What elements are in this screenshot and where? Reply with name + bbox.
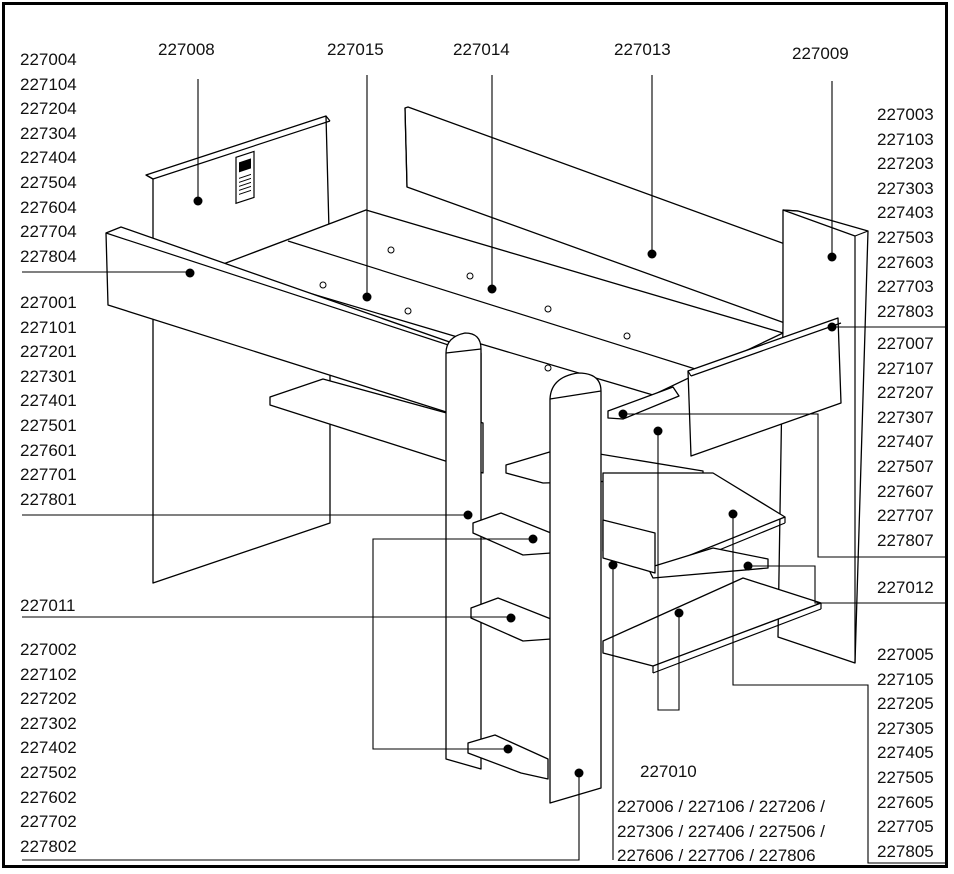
part-number-label: 227802 — [20, 836, 77, 856]
part-number-label: 227607 — [877, 481, 934, 501]
label-group-bottom-multi: 227006 / 227106 / 227206 / 227306 / 22740… — [617, 795, 825, 869]
part-number-label: 227403 — [877, 203, 934, 223]
part-number-label: 227801 — [20, 489, 77, 509]
leader-lines — [22, 75, 945, 864]
part-number-label: 227605 — [877, 792, 934, 812]
label-227009: 227009 — [792, 44, 849, 63]
part-number-label: 227005 — [877, 645, 934, 664]
callout-dots — [185, 196, 837, 778]
part-number-label: 227201 — [20, 342, 77, 362]
label-227015: 227015 — [327, 40, 384, 59]
part-number-label: 227303 — [877, 178, 934, 198]
part-number-label: 227105 — [877, 669, 934, 689]
part-number-label: 227001 — [20, 293, 77, 312]
part-number-label: 227507 — [877, 456, 934, 476]
part-number-label: 227307 — [877, 407, 934, 427]
part-number-label: 227701 — [20, 465, 77, 485]
part-number-label: 227202 — [20, 689, 77, 709]
part-number-label: 227504 — [20, 172, 77, 192]
part-number-label: 227807 — [877, 530, 934, 550]
part-number-label: 227204 — [20, 99, 77, 119]
label-group-top-left: 227004 227104 227204 227304 227404 227504 2276… — [20, 48, 77, 269]
part-number-label: 227401 — [20, 391, 77, 411]
part-number-label: 227604 — [20, 197, 77, 217]
label-227013: 227013 — [614, 40, 671, 59]
part-number-label: 227207 — [877, 383, 934, 403]
part-number-label: 227407 — [877, 432, 934, 452]
part-number-label: 227107 — [877, 358, 934, 378]
desk-shelf — [269, 378, 704, 484]
label-group-left-middle: 227001 227101 227201 227301 227401 227501 2276… — [20, 291, 77, 512]
part-number-label: 227006 / 227106 / 227206 / — [617, 797, 825, 816]
part-number-label: 227702 — [20, 812, 77, 832]
label-227008: 227008 — [158, 40, 215, 59]
part-number-label: 227805 — [877, 841, 934, 861]
part-number-label: 227405 — [877, 743, 934, 763]
part-number-label: 227704 — [20, 222, 77, 242]
part-number-label: 227707 — [877, 506, 934, 526]
part-number-label: 227301 — [20, 366, 77, 386]
ladder-post-227002 — [549, 372, 602, 804]
part-number-label: 227404 — [20, 148, 77, 168]
part-number-label: 227101 — [20, 317, 77, 337]
part-number-label: 227606 / 227706 / 227806 — [617, 846, 816, 866]
label-group-right-bottom: 227005 227105 227205 227305 227405 227505 2276… — [877, 643, 934, 864]
part-number-label: 227102 — [20, 664, 77, 684]
part-number-label: 227302 — [20, 713, 77, 733]
part-number-label: 227306 / 227406 / 227506 / — [617, 821, 825, 841]
part-number-label: 227804 — [20, 246, 77, 266]
part-number-label: 227602 — [20, 787, 77, 807]
part-number-label: 227002 — [20, 640, 77, 659]
label-227014: 227014 — [453, 40, 510, 59]
part-number-label: 227803 — [877, 301, 934, 321]
label-group-left-bottom: 227002 227102 227202 227302 227402 227502 2276… — [20, 638, 77, 859]
bed-base-227014 — [217, 209, 784, 396]
part-number-label: 227203 — [877, 154, 934, 174]
part-number-label: 227004 — [20, 50, 77, 69]
part-number-label: 227603 — [877, 252, 934, 272]
part-number-label: 227502 — [20, 762, 77, 782]
label-group-right-top: 227003 227103 227203 227303 227403 227503 2276… — [877, 103, 934, 324]
part-number-label: 227304 — [20, 123, 77, 143]
panel-227008 — [145, 115, 331, 584]
part-number-label: 227205 — [877, 694, 934, 714]
exploded-assembly-drawing — [22, 75, 945, 864]
label-227010: 227010 — [640, 762, 697, 781]
part-number-label: 227503 — [877, 227, 934, 247]
part-number-label: 227501 — [20, 415, 77, 435]
panel-227007 — [687, 317, 842, 457]
ladder-post-227001 — [445, 332, 482, 770]
part-number-label: 227305 — [877, 718, 934, 738]
part-number-label: 227402 — [20, 738, 77, 758]
label-group-right-middle: 227007 227107 227207 227307 227407 227507 2276… — [877, 332, 934, 553]
part-number-label: 227601 — [20, 440, 77, 460]
panel-227009 — [777, 209, 869, 664]
part-number-label: 227505 — [877, 767, 934, 787]
label-227011: 227011 — [20, 596, 76, 615]
part-number-label: 227703 — [877, 277, 934, 297]
part-number-label: 227104 — [20, 74, 77, 94]
part-number-label: 227103 — [877, 129, 934, 149]
part-number-label: 227003 — [877, 105, 934, 124]
label-227012: 227012 — [877, 578, 934, 597]
part-number-label: 227705 — [877, 817, 934, 837]
part-number-label: 227007 — [877, 334, 934, 353]
warning-label-icon — [235, 150, 255, 205]
